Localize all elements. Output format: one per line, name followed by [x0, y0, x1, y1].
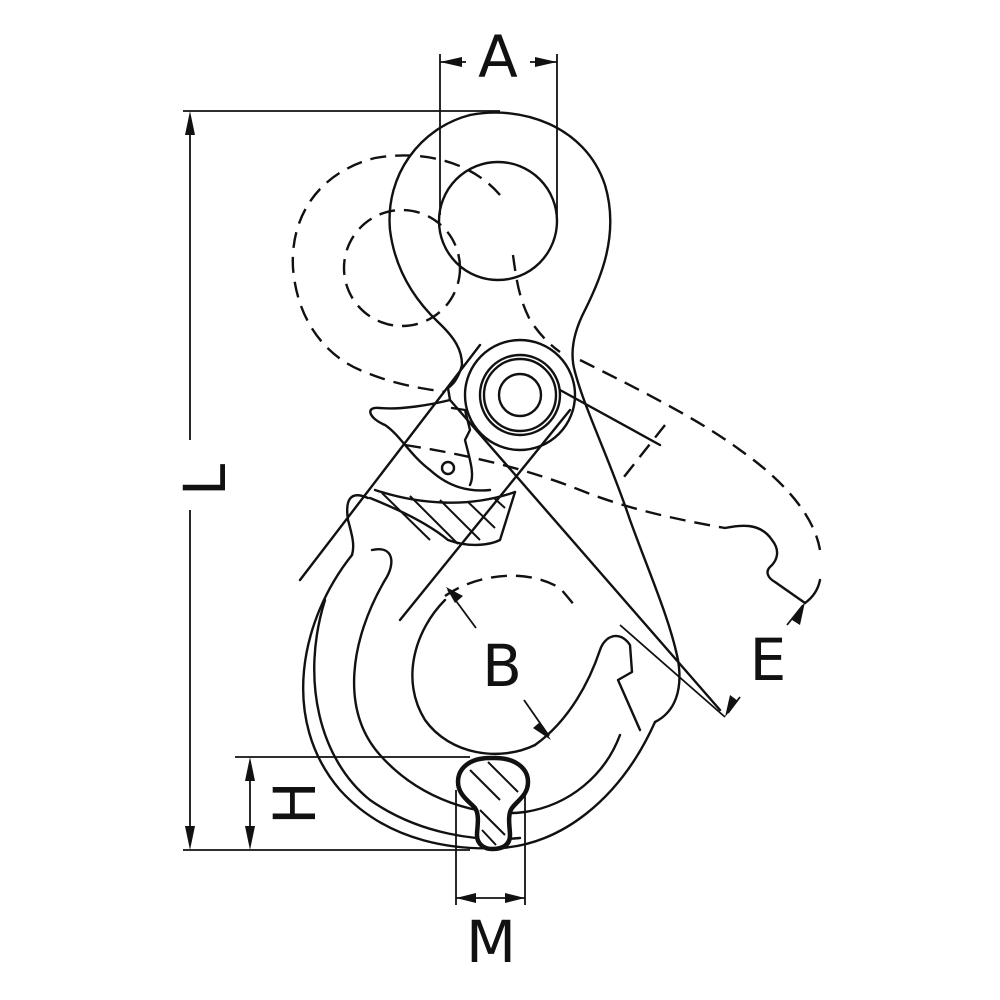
dimension-h [235, 756, 470, 850]
dimension-b [446, 587, 551, 740]
dimension-l [183, 110, 500, 851]
label-e: E [750, 626, 787, 694]
dimension-e [619, 602, 805, 718]
dimension-a [439, 54, 558, 215]
label-l: L [171, 464, 239, 496]
hook-curve [302, 548, 657, 850]
eye-swivel-phantom [291, 154, 561, 394]
pivot-pin [463, 338, 577, 452]
label-b: B [482, 632, 522, 700]
latch-section-hatch [346, 490, 517, 557]
label-m: M [466, 908, 516, 976]
cross-section [455, 755, 531, 852]
latch [369, 363, 517, 504]
dimension-m [455, 790, 526, 905]
label-a: A [478, 23, 518, 91]
hook-body [298, 343, 722, 724]
label-h: H [261, 781, 329, 825]
latch-open-phantom [404, 358, 822, 609]
eye [388, 111, 612, 374]
